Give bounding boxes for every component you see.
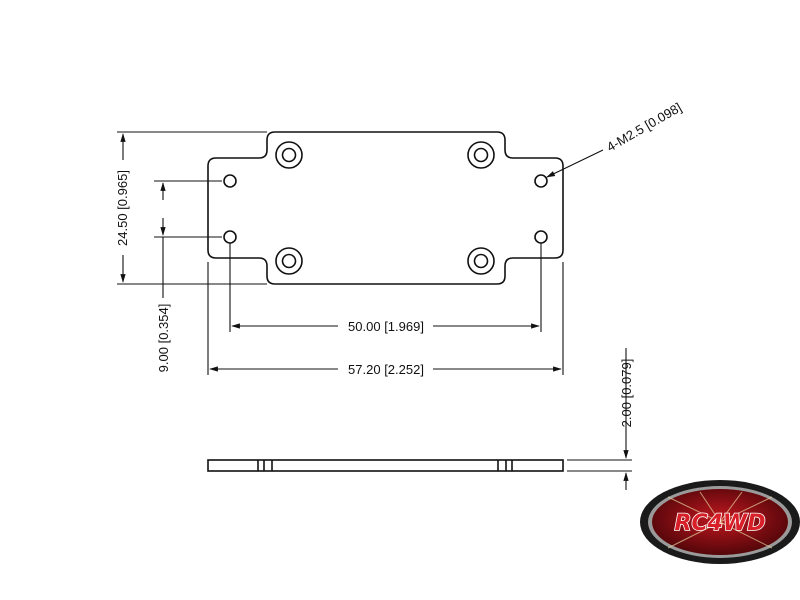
brand-logo: RC4WD <box>640 480 800 564</box>
dimension-width-overall: 57.20 [2.252] <box>207 262 564 377</box>
dimension-thickness: 2.00 [0.079] <box>567 348 634 490</box>
dimension-width-overall-label: 57.20 [2.252] <box>348 362 424 377</box>
hole-callout-label: 4-M2.5 [0.098] <box>604 100 684 155</box>
counterbore-hole-bottom-left <box>275 247 303 275</box>
logo-text: RC4WD <box>675 511 766 536</box>
m25-hole-top-right <box>534 174 548 188</box>
plate-outline <box>207 131 564 285</box>
counterbore-hole-top-left <box>275 141 303 169</box>
dimension-hole-spacing-horizontal-label: 50.00 [1.969] <box>348 319 424 334</box>
dimension-hole-spacing-vertical: 9.00 [0.354] <box>154 180 222 373</box>
counterbore-hole-top-right <box>467 141 495 169</box>
hole-callout: 4-M2.5 [0.098] <box>546 100 684 178</box>
dimension-hole-spacing-vertical-label: 9.00 [0.354] <box>156 304 171 373</box>
dimension-thickness-label: 2.00 [0.079] <box>619 359 634 428</box>
dimension-height-overall-label: 24.50 [0.965] <box>115 170 130 246</box>
plate-top-view <box>207 131 564 285</box>
logo-burst-lines <box>667 491 773 549</box>
counterbore-hole-bottom-right <box>467 247 495 275</box>
plate-side-view <box>207 459 564 472</box>
m25-hole-top-left <box>223 174 237 188</box>
m25-hole-bottom-left <box>223 230 237 244</box>
m25-hole-bottom-right <box>534 230 548 244</box>
dimension-hole-spacing-horizontal: 50.00 [1.969] <box>229 243 542 334</box>
dimension-height-overall: 24.50 [0.965] <box>115 131 267 285</box>
